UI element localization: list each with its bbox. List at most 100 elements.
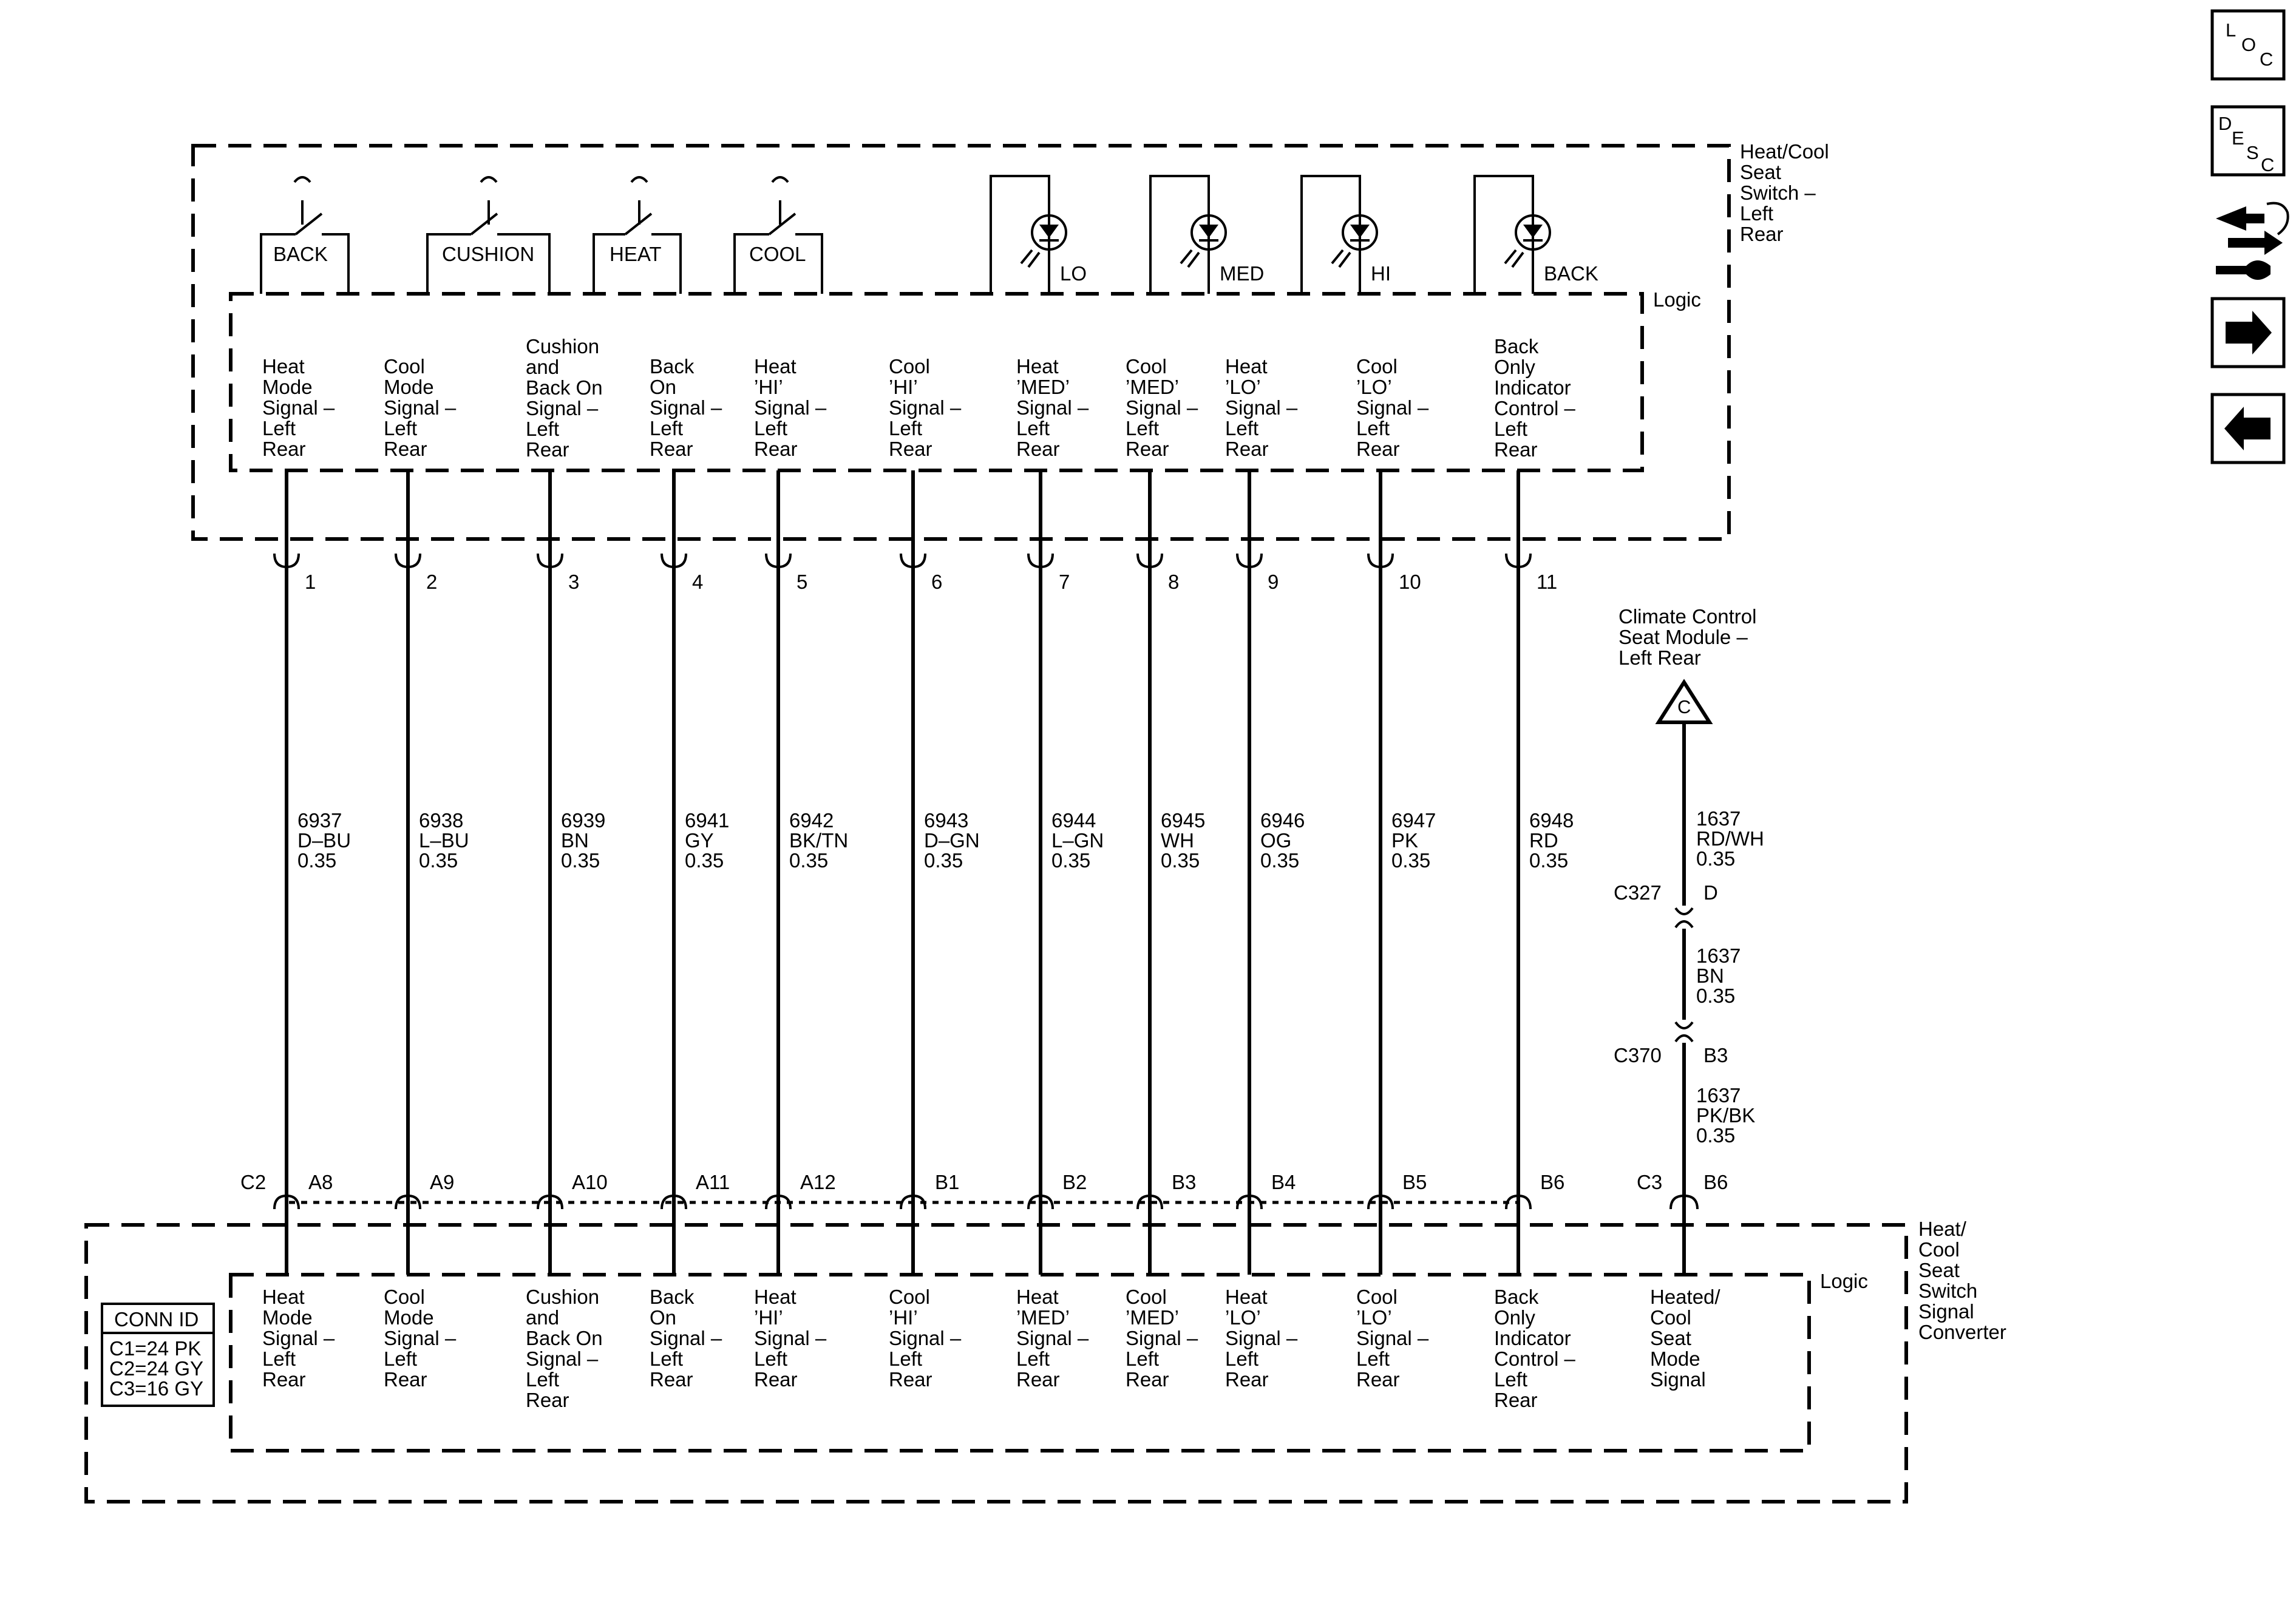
switch-label-back: BACK: [273, 243, 328, 265]
extra-circuit-desc: Heated/ Cool Seat Mode Signal: [1650, 1286, 1726, 1391]
switch-label-cool: COOL: [749, 243, 806, 265]
bottom-pin-connector: [661, 1194, 687, 1210]
c3-connector: [1669, 1194, 1699, 1210]
bottom-pin-connector: [1136, 1194, 1163, 1210]
desc-letter: S: [2246, 142, 2259, 163]
top-pin-connector: [273, 553, 300, 569]
switch-heat: HEAT: [593, 176, 682, 294]
right-wire3-label: 1637 PK/BK 0.35: [1696, 1084, 1761, 1147]
top-pin-connector: [1027, 553, 1054, 569]
top-component: Heat/Cool Seat Switch – Left Rear Logic …: [191, 140, 1835, 541]
bottom-component: C2 Heat/ Cool Seat Switch Signal Convert…: [84, 1171, 2006, 1503]
conn-id-table: CONN ID C1=24 PK C2=24 GY C3=16 GY: [101, 1303, 215, 1407]
connector-pin: B3: [1172, 1171, 1196, 1193]
pin-number: 10: [1399, 571, 1421, 593]
signal-converter-box: [84, 1223, 1908, 1503]
desc-letter: C: [2261, 154, 2274, 175]
pin-number: 3: [568, 571, 579, 593]
pin-number: 4: [692, 571, 703, 593]
indicator-label-med: MED: [1220, 262, 1264, 285]
c327-connector: [1674, 907, 1694, 915]
top-logic-label: Logic: [1653, 288, 1701, 311]
c2-connector-label: C2: [240, 1171, 266, 1193]
pin-number: 8: [1168, 571, 1179, 593]
left-arrow-icon: [2224, 407, 2271, 450]
conn-id-row: C3=16 GY: [109, 1377, 203, 1400]
conn-id-row: C2=24 GY: [109, 1357, 203, 1380]
next-button[interactable]: [2210, 297, 2286, 368]
conn-id-row: C1=24 PK: [109, 1337, 201, 1360]
loc-letter: L: [2226, 19, 2236, 41]
c370-pin-label: B3: [1703, 1044, 1728, 1066]
previous-button[interactable]: [2210, 393, 2286, 464]
desc-letter: E: [2232, 127, 2244, 149]
top-pin-connector: [900, 553, 926, 569]
bottom-pin-connector: [1367, 1194, 1394, 1210]
loc-letter: C: [2260, 49, 2273, 70]
top-pin-connector: [1136, 553, 1163, 569]
right-arrow-icon: [2226, 311, 2272, 354]
right-wire1-label: 1637 RD/WH 0.35: [1696, 807, 1770, 870]
connector-pin: B5: [1402, 1171, 1427, 1193]
bottom-logic-label: Logic: [1820, 1270, 1868, 1292]
bottom-pin-connector: [1236, 1194, 1263, 1210]
c327-connector-lower: [1674, 920, 1694, 929]
pin-number: 7: [1059, 571, 1070, 593]
pin-number: 2: [426, 571, 437, 593]
switch-label-heat: HEAT: [610, 243, 662, 265]
connector-pin: A12: [800, 1171, 836, 1193]
switch-cool: COOL: [733, 176, 823, 294]
pin-number: 6: [931, 571, 942, 593]
connector-pin: A11: [696, 1171, 730, 1193]
top-pin-connector: [1505, 553, 1532, 569]
connector-pin: B6: [1540, 1171, 1564, 1193]
c370-conn-label: C370: [1614, 1044, 1662, 1066]
top-pin-connector: [395, 553, 421, 569]
location-button[interactable]: L O C: [2210, 9, 2286, 81]
c3-conn-label: C3: [1637, 1171, 1662, 1193]
bottom-pin-connector: [1027, 1194, 1054, 1210]
connector-pin: B1: [935, 1171, 959, 1193]
bottom-logic-box: [229, 1273, 1811, 1453]
top-component-name: Heat/Cool Seat Switch – Left Rear: [1740, 140, 1835, 245]
right-circuit: Climate Control Seat Module – Left Rear …: [1614, 605, 1770, 1275]
bottom-pin-connector: [1505, 1194, 1532, 1210]
top-logic-box: [229, 292, 1644, 472]
pin-number: 11: [1537, 571, 1557, 593]
indicator-label-hi: HI: [1371, 262, 1391, 285]
bottom-pin-connector: [765, 1194, 792, 1210]
conn-id-title: CONN ID: [114, 1308, 199, 1331]
connector-tools-icon[interactable]: [2216, 202, 2289, 280]
nav-buttons: L O C D E S C: [2210, 9, 2289, 464]
switch-cushion: CUSHION: [426, 176, 551, 294]
description-button[interactable]: D E S C: [2210, 105, 2286, 177]
heat-cool-seat-switch-box: [191, 144, 1731, 541]
